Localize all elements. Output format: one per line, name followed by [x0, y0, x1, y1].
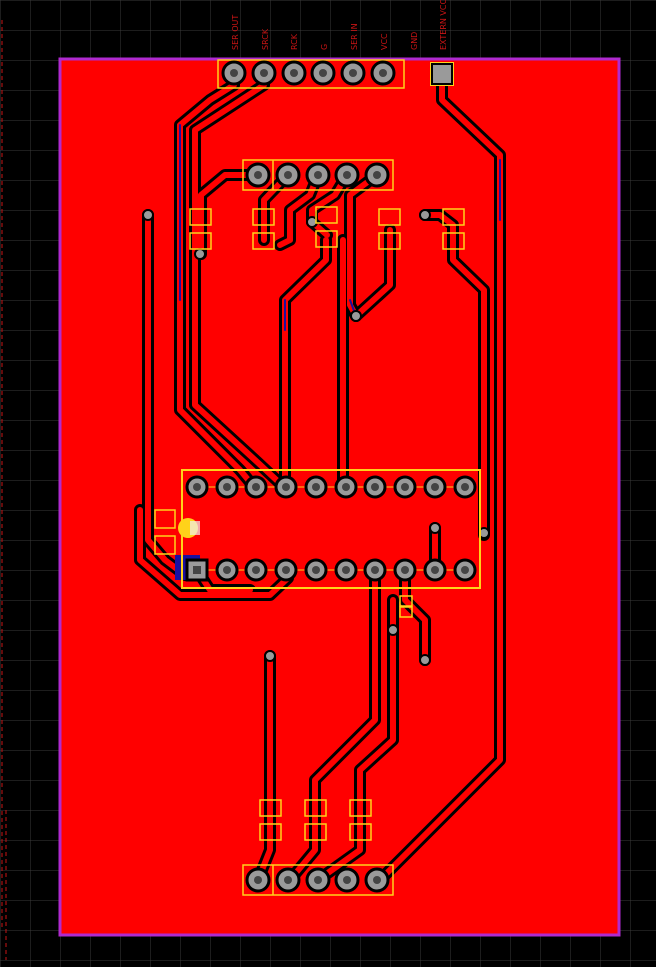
upper-5pin-header [242, 159, 394, 191]
label-g: G [320, 44, 329, 50]
label-ser-in: SER IN [350, 23, 359, 50]
board-outline [58, 57, 621, 937]
ic-side-components [154, 509, 413, 618]
label-extern-vcc: EXTERN VCC [439, 0, 448, 50]
label-vcc: VCC [380, 33, 389, 50]
upper-smd-resistors [189, 206, 465, 250]
label-gnd: GND [410, 32, 419, 50]
lower-5pin-header [242, 864, 394, 896]
vias [142, 209, 490, 666]
top-header-connector [217, 59, 454, 89]
connector-labels: SER OUT SRCK RCK G SER IN VCC GND EXTERN… [231, 0, 448, 50]
label-ser-out: SER OUT [231, 15, 240, 50]
lower-smd-resistors [259, 799, 372, 841]
keepout-line [1, 20, 7, 960]
label-rck: RCK [290, 33, 299, 50]
label-srck: SRCK [261, 28, 270, 50]
dip20-ic [181, 469, 481, 589]
